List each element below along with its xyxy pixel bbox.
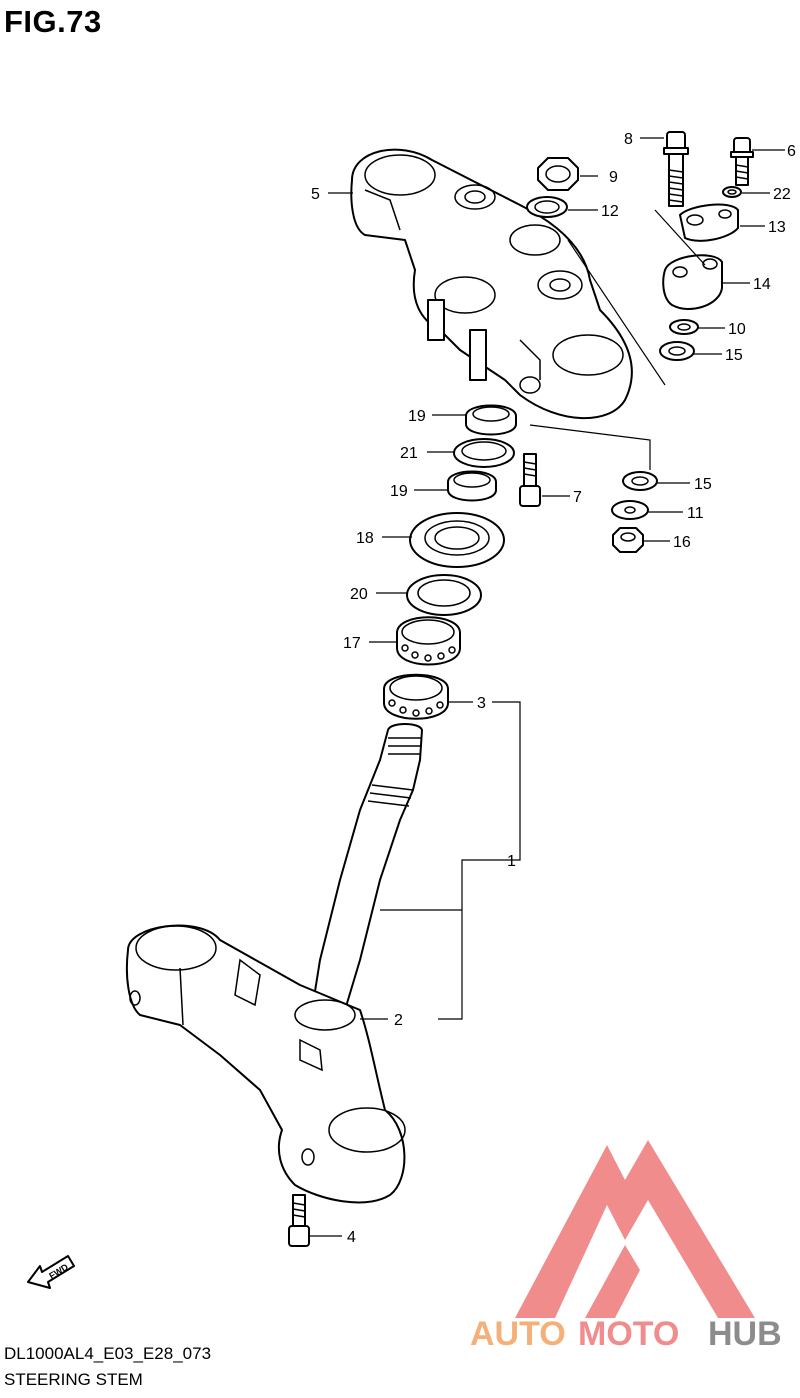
fwd-arrow: FWD (27, 1255, 75, 1289)
callout-12: 12 (601, 203, 619, 220)
callout-20: 20 (350, 586, 368, 603)
callout-6: 6 (787, 143, 796, 160)
bearing-17 (396, 616, 461, 666)
brand-auto: AUTO (470, 1315, 566, 1353)
callout-1: 1 (507, 853, 516, 870)
lower-bracket (125, 924, 406, 1204)
upper-bracket (350, 148, 633, 420)
callout-4: 4 (347, 1229, 356, 1246)
callout-numbers: 5 8 6 22 9 12 13 14 10 15 19 21 19 7 15 … (311, 131, 796, 1246)
leader-lines (310, 137, 785, 1237)
callout-15-upper: 15 (725, 347, 743, 364)
section-name: STEERING STEM (4, 1370, 143, 1389)
brand-moto: MOTO (578, 1315, 679, 1353)
callout-10: 10 (728, 321, 746, 338)
callout-22: 22 (773, 186, 791, 203)
nut-9 (537, 157, 579, 191)
nut-16 (612, 527, 644, 553)
bolt-6 (730, 137, 754, 186)
callout-17: 17 (343, 635, 361, 652)
bearing-3 (383, 673, 449, 720)
model-code: DL1000AL4_E03_E28_073 (4, 1344, 212, 1363)
race-20 (406, 574, 482, 616)
holder-14 (662, 254, 723, 310)
callout-2: 2 (394, 1012, 403, 1029)
bolt-8 (663, 131, 689, 207)
callout-8: 8 (624, 131, 633, 148)
washer-12 (526, 196, 568, 218)
washer-21 (453, 438, 515, 468)
callout-21: 21 (400, 445, 418, 462)
callout-3: 3 (477, 695, 486, 712)
callout-14: 14 (753, 276, 771, 293)
bolt-7 (519, 453, 541, 507)
callout-11: 11 (687, 505, 704, 522)
washer-22 (722, 186, 742, 198)
callout-5: 5 (311, 186, 320, 203)
callout-15-lower: 15 (694, 476, 712, 493)
connector-lines (529, 209, 706, 470)
seal-18 (409, 512, 505, 568)
bolt-4 (288, 1194, 310, 1247)
holder-13 (679, 203, 739, 242)
callout-18: 18 (356, 530, 374, 547)
nut-19-lower (447, 470, 497, 502)
watermark-logo: AUTO MOTO HUB (470, 1140, 782, 1353)
callout-7: 7 (573, 489, 582, 506)
washer-15-lower (622, 471, 658, 491)
figure-title: FIG.73 (4, 4, 102, 39)
callout-13: 13 (768, 219, 786, 236)
nut-19-upper (465, 404, 517, 436)
callout-19-lower: 19 (390, 483, 408, 500)
washer-11 (611, 500, 649, 520)
washer-15-upper (659, 341, 695, 361)
callout-9: 9 (609, 169, 618, 186)
callout-16: 16 (673, 534, 691, 551)
washer-10 (669, 319, 699, 335)
callout-19-upper: 19 (408, 408, 426, 425)
brand-hub: HUB (708, 1315, 782, 1353)
steering-stem (311, 723, 423, 1011)
